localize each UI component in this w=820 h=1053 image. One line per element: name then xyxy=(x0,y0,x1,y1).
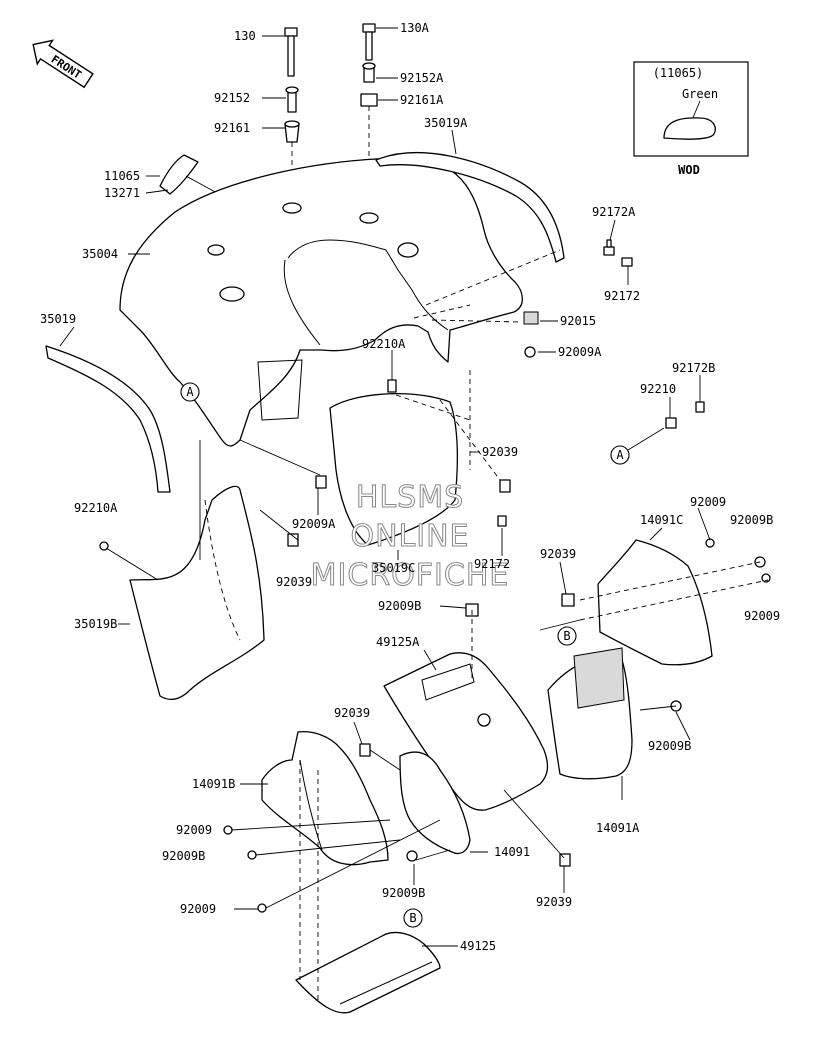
note-color: Green xyxy=(682,87,718,101)
label-92009-l2: 92009 xyxy=(180,902,216,916)
watermark-line-1: HLSMS xyxy=(356,480,464,515)
label-92161A: 92161A xyxy=(400,93,444,107)
mud-guard-35019B xyxy=(129,485,265,701)
label-92172-top: 92172 xyxy=(604,289,640,303)
label-14091: 14091 xyxy=(494,845,530,859)
note-footnote: WOD xyxy=(678,163,700,177)
inner-guard-35019C xyxy=(329,393,459,546)
label-13271: 13271 xyxy=(104,186,140,200)
label-92015: 92015 xyxy=(560,314,596,328)
label-92009A-right: 92009A xyxy=(558,345,602,359)
label-92161: 92161 xyxy=(214,121,250,135)
label-92172B: 92172B xyxy=(672,361,715,375)
label-92210A-left: 92210A xyxy=(74,501,118,515)
label-92039-center: 92039 xyxy=(482,445,518,459)
callout-A-left: A xyxy=(180,382,200,402)
pad-11065 xyxy=(159,154,199,195)
svg-text:A: A xyxy=(616,448,624,462)
label-92009-l1: 92009 xyxy=(176,823,212,837)
watermark: HLSMS ONLINE MICROFICHE xyxy=(310,480,510,594)
label-92009B-l1: 92009B xyxy=(162,849,205,863)
label-35019A: 35019A xyxy=(424,116,468,130)
label-92039-right: 92039 xyxy=(540,547,576,561)
label-92009B-mid: 92009B xyxy=(378,599,421,613)
label-92172A: 92172A xyxy=(592,205,636,219)
label-130A: 130A xyxy=(400,21,430,35)
grommet-92161A xyxy=(360,93,378,107)
note-part-code: (11065) xyxy=(653,66,704,80)
label-92152: 92152 xyxy=(214,91,250,105)
svg-text:B: B xyxy=(563,629,570,643)
label-92152A: 92152A xyxy=(400,71,444,85)
label-92172-center: 92172 xyxy=(474,557,510,571)
label-92039-left: 92039 xyxy=(276,575,312,589)
tray-49125 xyxy=(295,931,441,1014)
front-direction-arrow: FRONT xyxy=(32,39,94,89)
label-92009B-bottom: 92009B xyxy=(382,886,425,900)
fender-flap-35019 xyxy=(45,345,171,493)
label-49125A: 49125A xyxy=(376,635,420,649)
label-92210: 92210 xyxy=(640,382,676,396)
callout-B-mid: B xyxy=(557,626,577,646)
watermark-line-3: MICROFICHE xyxy=(311,558,510,593)
rear-fender-35004 xyxy=(119,157,524,447)
label-35004: 35004 xyxy=(82,247,118,261)
watermark-line-2: ONLINE xyxy=(350,519,469,554)
label-92210A-center: 92210A xyxy=(362,337,406,351)
bolt-130 xyxy=(284,27,298,77)
label-35019B: 35019B xyxy=(74,617,117,631)
label-92009B-r1: 92009B xyxy=(730,513,773,527)
bolt-130A xyxy=(362,23,376,61)
label-92009-r1: 92009 xyxy=(690,495,726,509)
label-35019: 35019 xyxy=(40,312,76,326)
label-49125: 49125 xyxy=(460,939,496,953)
label-92039-lower: 92039 xyxy=(334,706,370,720)
label-92039-bottom: 92039 xyxy=(536,895,572,909)
fender-flap-35019A xyxy=(375,152,565,263)
callout-A-right: A xyxy=(610,445,630,465)
part-labels: 130 130A 92152 92152A 92161 92161A 35019… xyxy=(40,21,780,953)
side-cover-14091C xyxy=(597,539,713,666)
label-130: 130 xyxy=(234,29,256,43)
label-92009-r2: 92009 xyxy=(744,609,780,623)
label-14091B: 14091B xyxy=(192,777,235,791)
svg-text:A: A xyxy=(186,385,194,399)
label-14091C: 14091C xyxy=(640,513,683,527)
label-11065: 11065 xyxy=(104,169,140,183)
note-box: (11065) Green WOD xyxy=(633,61,749,177)
cover-14091 xyxy=(399,751,471,855)
callout-B-bottom: B xyxy=(403,908,423,928)
label-14091A: 14091A xyxy=(596,821,640,835)
svg-text:B: B xyxy=(409,911,416,925)
label-92009B-r2: 92009B xyxy=(648,739,691,753)
label-92009A-center: 92009A xyxy=(292,517,336,531)
pad-11065-icon xyxy=(663,117,716,140)
label-35019C: 35019C xyxy=(372,561,415,575)
